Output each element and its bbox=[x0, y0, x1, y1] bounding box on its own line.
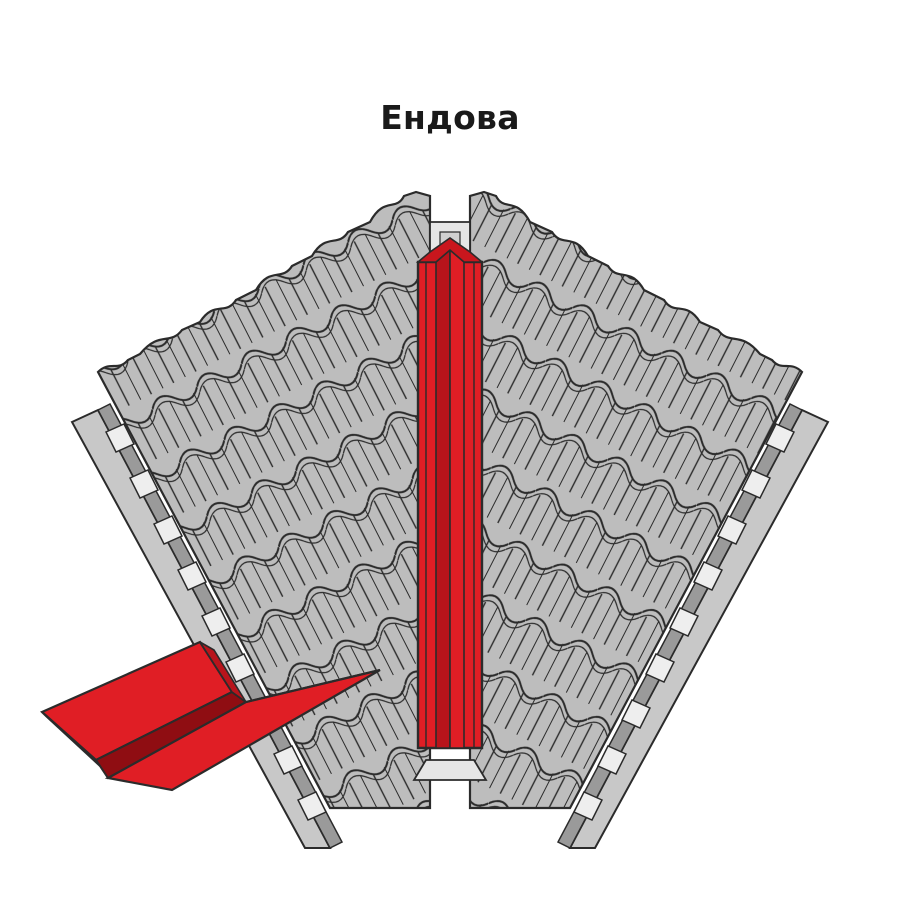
right-batten-strip bbox=[556, 403, 830, 849]
right-roof-plane bbox=[468, 190, 804, 810]
left-batten-strip bbox=[70, 403, 344, 849]
valley-flashing-installed bbox=[415, 237, 485, 750]
left-roof-plane bbox=[96, 190, 432, 810]
valley-flashing-detail bbox=[39, 640, 381, 792]
diagram-title: Ендова bbox=[380, 98, 520, 137]
